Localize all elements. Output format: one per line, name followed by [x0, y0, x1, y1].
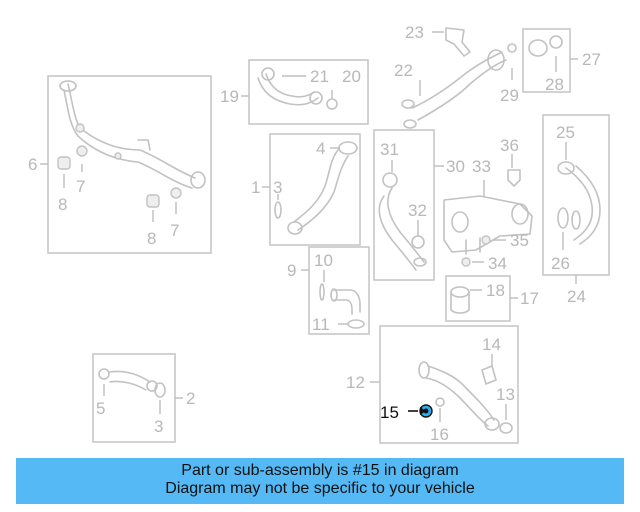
nut-part-7-drawing: [76, 145, 182, 199]
pipe-part-6-drawing: [59, 80, 206, 189]
hose-part-19-drawing: [257, 67, 338, 110]
hose-part-30-drawing: [378, 172, 427, 271]
box-part-12: [379, 325, 519, 444]
callout-3: 3: [273, 178, 282, 197]
bolt-part-34-35-drawing: [461, 235, 491, 267]
leader-arrow-part-15: [420, 407, 426, 415]
callout-9: 9: [287, 261, 296, 280]
bushing-part-8-drawing: [57, 156, 160, 208]
callout-27: 27: [582, 50, 601, 69]
callout-29: 29: [500, 86, 519, 105]
intake-pipe-part-22-drawing: [401, 43, 517, 129]
pipe-part-12-drawing: [418, 361, 513, 434]
callout-8: 8: [58, 195, 67, 214]
box-part-9: [308, 246, 370, 335]
callout-5: 5: [96, 399, 105, 418]
callout-18: 18: [486, 281, 505, 300]
hose-part-2-drawing: [98, 368, 166, 398]
callout-7: 7: [170, 221, 179, 240]
callout-31: 31: [380, 140, 399, 159]
clamp-part-18-drawing: [450, 286, 470, 314]
box-part-19: [248, 59, 369, 125]
callout-24: 24: [567, 287, 586, 306]
callout-6: 6: [28, 155, 37, 174]
banner-line-1: Part or sub-assembly is #15 in diagram: [181, 462, 459, 479]
callout-25: 25: [556, 123, 575, 142]
callout-15-highlighted: 15: [380, 403, 399, 422]
callout-17: 17: [520, 289, 539, 308]
info-banner: Part or sub-assembly is #15 in diagram D…: [16, 458, 624, 504]
callout-4: 4: [316, 139, 325, 158]
intercooler-part-33-drawing: [443, 195, 533, 255]
callout-10: 10: [314, 251, 333, 270]
sensor-part-36-drawing: [507, 169, 521, 187]
callout-28: 28: [545, 75, 564, 94]
callout-22: 22: [394, 61, 413, 80]
callout-8: 8: [147, 229, 156, 248]
bracket-part-23-drawing: [445, 27, 471, 57]
box-part-27: [522, 28, 571, 93]
callout-12: 12: [346, 373, 365, 392]
leader-lines: [40, 31, 578, 422]
box-part-1: [269, 133, 361, 246]
callout-36: 36: [500, 136, 519, 155]
hose-part-24-drawing: [557, 161, 601, 245]
banner-line-2: Diagram may not be specific to your vehi…: [165, 480, 475, 497]
callout-3: 3: [154, 417, 163, 436]
callout-21: 21: [310, 67, 329, 86]
callout-2: 2: [186, 389, 195, 408]
callout-30: 30: [446, 157, 465, 176]
callout-1: 1: [251, 178, 260, 197]
callout-7: 7: [76, 177, 85, 196]
box-part-24: [542, 114, 610, 276]
callout-33: 33: [472, 157, 491, 176]
clamp-part-28-drawing: [528, 35, 563, 57]
callout-35: 35: [510, 231, 529, 250]
callout-23: 23: [405, 23, 424, 42]
box-part-30: [373, 129, 435, 281]
callout-20: 20: [342, 67, 361, 86]
callout-34: 34: [488, 254, 507, 273]
callout-13: 13: [496, 385, 515, 404]
callout-26: 26: [551, 254, 570, 273]
callout-11: 11: [312, 315, 330, 334]
callout-16: 16: [430, 425, 449, 444]
callout-14: 14: [482, 335, 501, 354]
callout-32: 32: [408, 201, 427, 220]
callout-19: 19: [220, 87, 239, 106]
